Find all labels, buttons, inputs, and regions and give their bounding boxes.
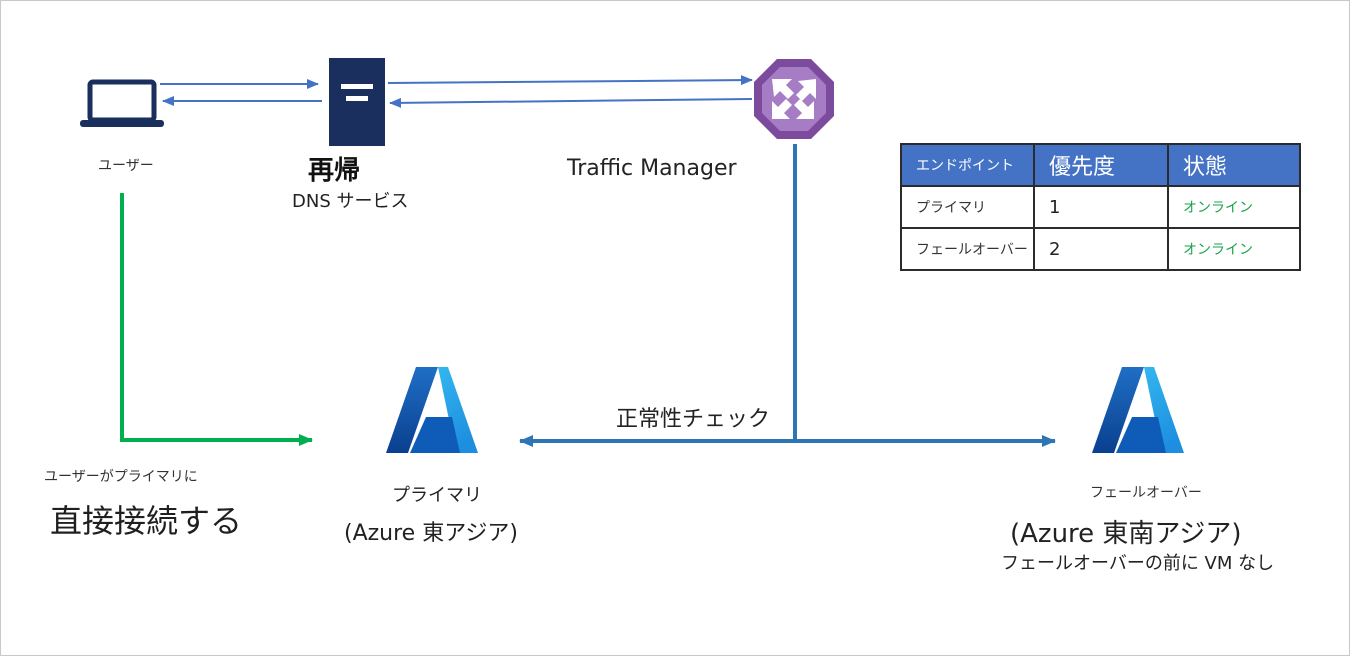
header-status: 状態 [1167, 143, 1301, 187]
traffic-manager-icon [754, 59, 834, 139]
arrow-tm-to-dns [389, 97, 753, 108]
dns-server-icon [329, 58, 385, 146]
arrow-dns-to-tm [387, 75, 753, 86]
table-row: フェールオーバー 2 オンライン [900, 227, 1301, 271]
primary-region: (Azure 東アジア) [344, 521, 518, 546]
table-row: プライマリ 1 オンライン [900, 185, 1301, 229]
table-header-row: エンドポイント 優先度 状態 [900, 143, 1301, 187]
row-priority: 1 [1033, 185, 1169, 229]
primary-label: プライマリ [392, 485, 482, 506]
direct-connection-arrow [120, 193, 313, 446]
row-status: オンライン [1167, 227, 1301, 271]
row-endpoint-name: フェールオーバー [900, 227, 1035, 271]
azure-primary-icon [386, 367, 478, 453]
failover-region: (Azure 東南アジア) [1010, 519, 1242, 549]
azure-failover-icon [1092, 367, 1184, 453]
dns-title: 再帰 [308, 156, 361, 186]
failover-label: フェールオーバー [1090, 485, 1202, 501]
health-check-label: 正常性チェック [616, 407, 771, 432]
header-endpoint: エンドポイント [900, 143, 1035, 187]
row-priority: 2 [1033, 227, 1169, 271]
direct-connect-big-label: 直接接続する [50, 502, 243, 540]
endpoint-table: エンドポイント 優先度 状態 プライマリ 1 オンライン フェールオーバー 2 … [900, 143, 1301, 271]
row-status: オンライン [1167, 185, 1301, 229]
direct-connect-small-label: ユーザーがプライマリに [44, 469, 198, 485]
laptop-icon [80, 79, 164, 127]
row-endpoint-name: プライマリ [900, 185, 1035, 229]
traffic-manager-label: Traffic Manager [567, 156, 737, 181]
failover-note: フェールオーバーの前に VM なし [1001, 553, 1275, 574]
dns-subtitle: DNS サービス [292, 191, 409, 212]
user-label: ユーザー [98, 158, 154, 174]
header-priority: 優先度 [1033, 143, 1169, 187]
